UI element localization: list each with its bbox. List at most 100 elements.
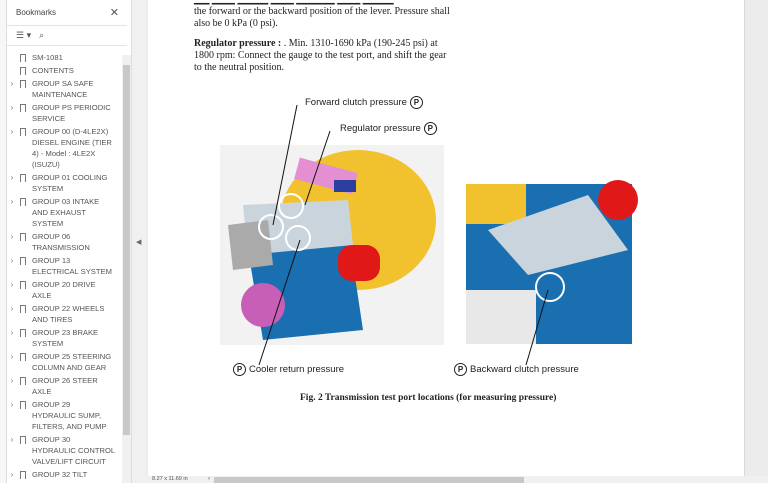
paragraph-regulator: Regulator pressure : . Min. 1310-1690 kP…	[194, 38, 454, 74]
bookmark-icon	[17, 469, 29, 480]
bookmark-item[interactable]: › GROUP 00 (D-4LE2X) DIESEL ENGINE (TIER …	[7, 126, 121, 170]
bookmark-item[interactable]: › GROUP 25 STEERING COLUMN AND GEAR	[7, 351, 121, 373]
right-image	[466, 180, 638, 344]
bookmark-icon	[17, 78, 29, 89]
paragraph-1: the forward or the backward position of …	[194, 6, 450, 29]
collapse-panel-icon[interactable]: ◀	[136, 239, 142, 246]
leader-lines	[258, 104, 549, 366]
bookmark-item[interactable]: › GROUP 32 TILT CYLINDERS	[7, 469, 121, 483]
bookmarks-toolbar: ☰ ▾ ⌕	[7, 26, 127, 46]
bookmark-icon	[17, 196, 29, 207]
bookmark-icon	[17, 434, 29, 445]
bookmark-icon	[17, 172, 29, 183]
expand-chevron-icon[interactable]: ›	[10, 256, 14, 265]
bookmark-item[interactable]: › GROUP 22 WHEELS AND TIRES	[7, 303, 121, 325]
bookmarks-scrollbar[interactable]	[122, 55, 131, 483]
panel-divider[interactable]: ◀	[132, 0, 146, 483]
bookmark-item[interactable]: ›GROUP 23 BRAKE SYSTEM	[7, 327, 121, 349]
bookmark-label: GROUP SA SAFE MAINTENANCE	[32, 79, 94, 99]
expand-chevron-icon[interactable]: ›	[10, 352, 14, 361]
bookmark-item[interactable]: › GROUP 29 HYDRAULIC SUMP, FILTERS, AND P…	[7, 399, 121, 432]
figure-caption: Fig. 2 Transmission test port locations …	[300, 393, 557, 403]
bookmark-icon	[17, 375, 29, 386]
expand-chevron-icon[interactable]: ›	[10, 435, 14, 444]
expand-chevron-icon[interactable]: ›	[10, 103, 14, 112]
expand-chevron-icon[interactable]: ›	[10, 304, 14, 313]
bookmark-label: CONTENTS	[32, 66, 74, 75]
expand-chevron-icon[interactable]: ›	[10, 197, 14, 206]
bookmarks-header: Bookmarks ✕	[7, 0, 127, 26]
transmission-figure	[220, 104, 638, 366]
bookmarks-title: Bookmarks	[16, 8, 57, 17]
pressure-port-icon: P	[423, 122, 437, 135]
expand-chevron-icon[interactable]: ›	[10, 400, 14, 409]
bookmark-icon	[17, 279, 29, 290]
bookmark-item[interactable]: SM-1081	[7, 52, 121, 63]
label-text: Backward clutch pressure	[470, 364, 579, 375]
pressure-port-icon: P	[409, 96, 423, 109]
bookmark-label: GROUP 26 STEER AXLE	[32, 376, 98, 396]
label-text: Regulator pressure	[340, 123, 421, 134]
bookmark-item[interactable]: › GROUP 26 STEER AXLE	[7, 375, 121, 397]
expand-chevron-icon[interactable]: ›	[10, 173, 14, 182]
tools-strip	[0, 0, 7, 483]
bookmark-icon	[17, 303, 29, 314]
page-size: 8.27 x 11.69 in	[152, 476, 188, 482]
regulator-heading: Regulator pressure :	[194, 38, 282, 49]
bookmark-label: GROUP 00 (D-4LE2X) DIESEL ENGINE (TIER 4…	[32, 127, 112, 169]
bookmark-label: GROUP 25 STEERING COLUMN AND GEAR	[32, 352, 112, 372]
horizontal-scrollbar-thumb[interactable]	[214, 477, 524, 483]
close-icon[interactable]: ✕	[109, 7, 119, 19]
expand-chevron-icon[interactable]: ›	[10, 328, 14, 337]
bookmark-item[interactable]: CONTENTS	[7, 65, 121, 76]
bookmark-label: GROUP 22 WHEELS AND TIRES	[32, 304, 105, 324]
expand-chevron-icon[interactable]: ›	[10, 127, 14, 136]
status-bar: 8.27 x 11.69 in ‹	[146, 476, 768, 483]
bookmark-item[interactable]: ›GROUP 13 ELECTRICAL SYSTEM	[7, 255, 121, 277]
bookmark-label: GROUP 06 TRANSMISSION	[32, 232, 90, 252]
document-viewer: ▁▁ ▁▁▁ ▁▁▁▁ ▁▁▁ ▁▁▁▁▁ ▁▁▁ ▁▁▁▁ the forwa…	[146, 0, 768, 476]
scrollbar-thumb[interactable]	[123, 65, 130, 435]
expand-chevron-icon[interactable]: ›	[10, 232, 14, 241]
bookmark-label: GROUP 30 HYDRAULIC CONTROL VALVE/LIFT CI…	[32, 435, 115, 466]
expand-chevron-icon[interactable]: ›	[10, 280, 14, 289]
pressure-port-icon: P	[233, 363, 246, 376]
bookmark-icon	[17, 231, 29, 242]
bookmark-icon	[17, 102, 29, 113]
expand-chevron-icon[interactable]: ›	[10, 376, 14, 385]
bookmark-icon	[17, 255, 29, 266]
bookmark-item[interactable]: › GROUP 03 INTAKE AND EXHAUST SYSTEM	[7, 196, 121, 229]
label-text: Forward clutch pressure	[305, 97, 407, 108]
bookmark-search-icon[interactable]: ⌕	[39, 30, 45, 40]
pdf-page: ▁▁ ▁▁▁ ▁▁▁▁ ▁▁▁ ▁▁▁▁▁ ▁▁▁ ▁▁▁▁ the forwa…	[148, 0, 745, 476]
bookmark-item[interactable]: › GROUP 20 DRIVE AXLE	[7, 279, 121, 301]
bookmark-label: GROUP 01 COOLING SYSTEM	[32, 173, 108, 193]
expand-chevron-icon[interactable]: ›	[10, 470, 14, 479]
pressure-port-icon: P	[454, 363, 467, 376]
bookmark-label: GROUP PS PERIODIC SERVICE	[32, 103, 111, 123]
bookmark-item[interactable]: › GROUP 06 TRANSMISSION	[7, 231, 121, 253]
expand-chevron-icon[interactable]: ›	[10, 79, 14, 88]
label-text: Cooler return pressure	[249, 364, 345, 375]
left-image	[220, 145, 444, 345]
cut-off-text: ▁▁ ▁▁▁ ▁▁▁▁ ▁▁▁ ▁▁▁▁▁ ▁▁▁ ▁▁▁▁	[194, 0, 464, 6]
bookmark-label: GROUP 20 DRIVE AXLE	[32, 280, 96, 300]
bookmark-icon	[17, 52, 29, 63]
bookmark-icon	[17, 65, 29, 76]
bookmark-label: GROUP 32 TILT CYLINDERS	[32, 470, 88, 483]
bookmark-icon	[17, 399, 29, 410]
bookmark-item[interactable]: › GROUP PS PERIODIC SERVICE	[7, 102, 121, 124]
bookmark-icon	[17, 126, 29, 137]
bookmark-label: GROUP 03 INTAKE AND EXHAUST SYSTEM	[32, 197, 100, 228]
bookmark-label: SM-1081	[32, 53, 63, 62]
bookmark-label: GROUP 29 HYDRAULIC SUMP, FILTERS, AND PU…	[32, 400, 107, 431]
scroll-left-icon[interactable]: ‹	[208, 476, 210, 482]
regulator-text: . Min. 1310-1690 kPa (190-245 psi) at 18…	[194, 38, 447, 73]
bookmark-item[interactable]: › GROUP 30 HYDRAULIC CONTROL VALVE/LIFT C…	[7, 434, 121, 467]
bookmark-item[interactable]: › GROUP SA SAFE MAINTENANCE	[7, 78, 121, 100]
list-options-icon[interactable]: ☰ ▾	[16, 30, 32, 40]
bookmark-item[interactable]: › GROUP 01 COOLING SYSTEM	[7, 172, 121, 194]
